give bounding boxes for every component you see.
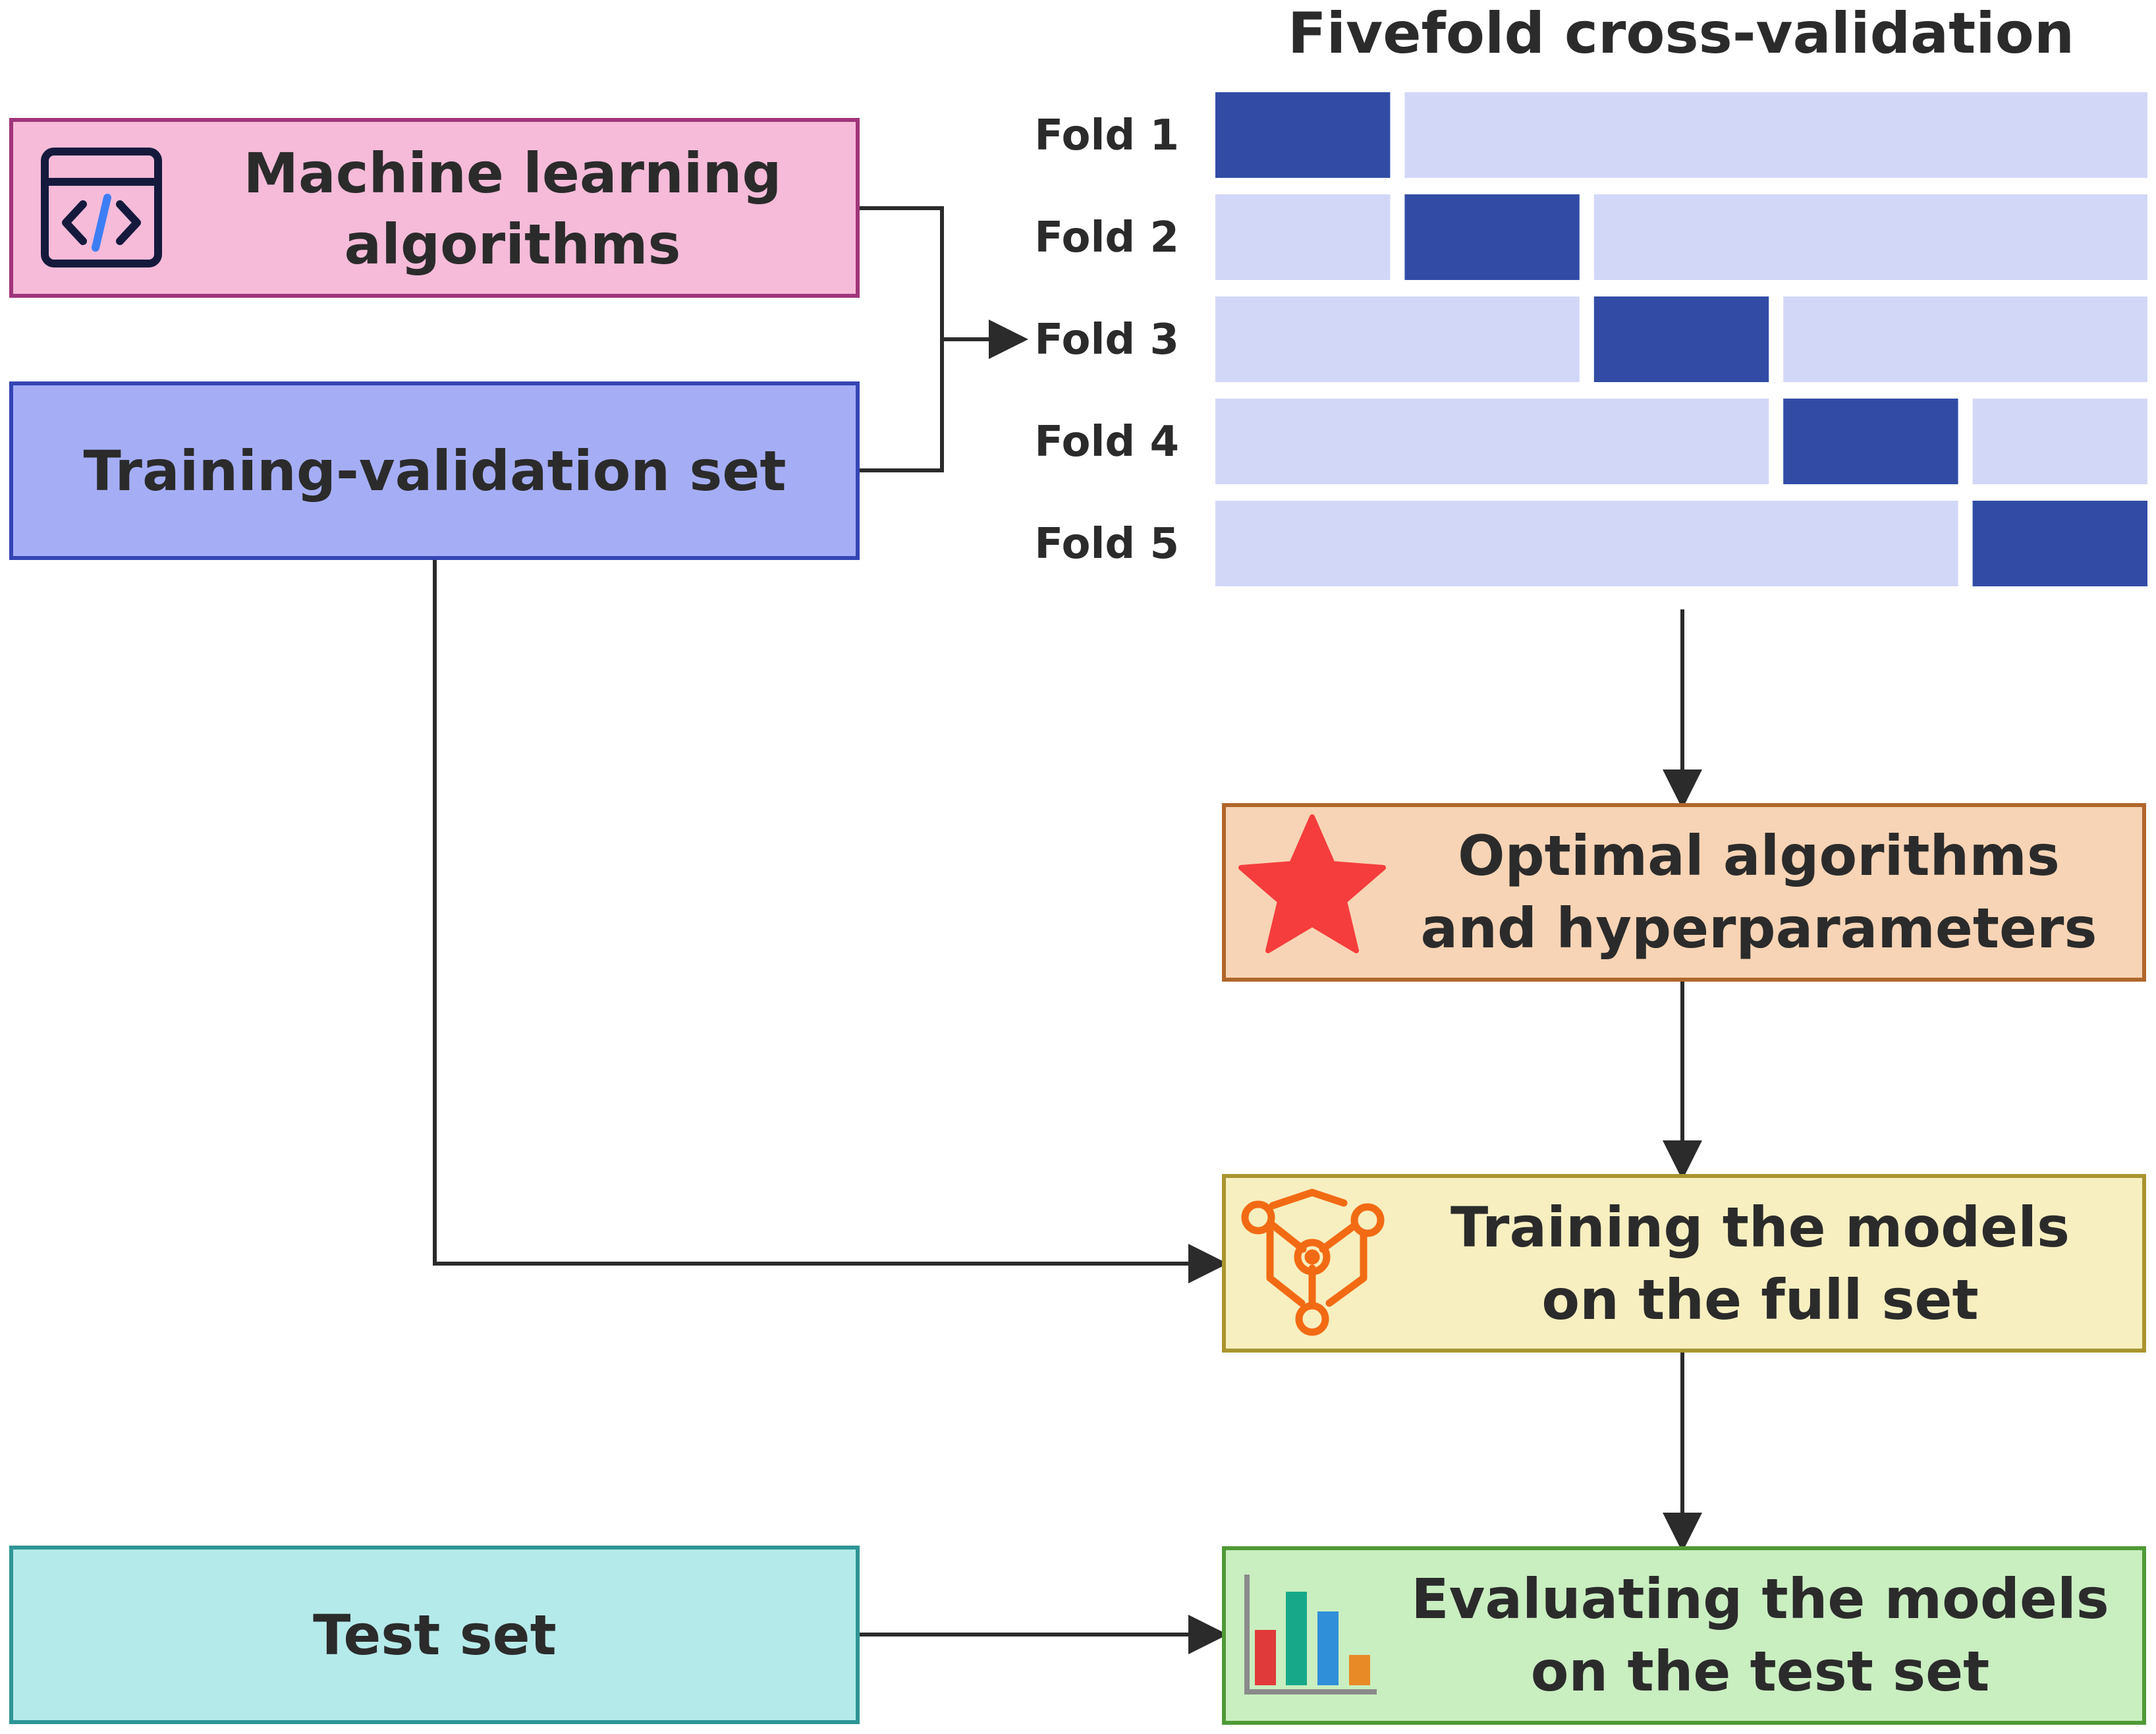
ml-algorithms-box: Machine learning algorithms xyxy=(9,118,860,298)
validation-fold-segment xyxy=(1783,399,1958,484)
optimal-label-line2: and hyperparameters xyxy=(1421,896,2097,961)
training-fold-segment xyxy=(1404,92,2147,178)
star-icon xyxy=(1238,814,1386,953)
connectors xyxy=(433,206,1702,1654)
validation-fold-segment xyxy=(1215,92,1391,178)
fold-label: Fold 5 xyxy=(1034,520,1179,569)
fold-label: Fold 2 xyxy=(1034,213,1179,262)
trainval-box-rect xyxy=(9,381,860,560)
model-cube-icon xyxy=(1241,1189,1385,1336)
fold-label: Fold 3 xyxy=(1034,316,1179,364)
connector-trainval-to-merge xyxy=(858,339,944,472)
evaluate-label-line1: Evaluating the models xyxy=(1411,1567,2109,1631)
code-window-icon xyxy=(41,148,162,267)
training-fold-segment xyxy=(1972,399,2147,484)
validation-fold-segment xyxy=(1972,501,2147,586)
training-fold-segment xyxy=(1215,194,1391,280)
fold-label: Fold 4 xyxy=(1034,418,1179,466)
connector-ml-to-merge xyxy=(858,206,944,339)
test-label: Test set xyxy=(313,1603,557,1667)
training-full-set-box: Training the models on the full set xyxy=(1222,1174,2146,1353)
optimal-box: Optimal algorithms and hyperparameters xyxy=(1222,803,2146,982)
test-box-rect xyxy=(9,1546,860,1724)
arrow-trainval-to-fullset xyxy=(433,559,1228,1283)
cv-title: Fivefold cross-validation xyxy=(1288,1,2074,67)
evaluate-label-line2: on the test set xyxy=(1531,1639,1990,1704)
ml-label-line1: Machine learning xyxy=(243,141,781,206)
fullset-label-line1: Training the models xyxy=(1451,1195,2070,1260)
training-validation-set-box: Training-validation set xyxy=(9,381,860,560)
evaluate-box-rect xyxy=(1222,1546,2146,1725)
training-fold-segment xyxy=(1215,296,1580,382)
training-fold-segment xyxy=(1215,501,1958,586)
ml-label-line2: algorithms xyxy=(344,212,680,277)
training-fold-segment xyxy=(1215,399,1769,484)
evaluate-box: Evaluating the models on the test set xyxy=(1222,1546,2146,1725)
optimal-box-rect xyxy=(1222,803,2146,982)
bar-chart-icon xyxy=(1244,1575,1377,1694)
optimal-label-line1: Optimal algorithms xyxy=(1458,824,2060,888)
training-fold-segment xyxy=(1593,194,2147,280)
fold-label: Fold 1 xyxy=(1034,111,1179,160)
validation-fold-segment xyxy=(1404,194,1580,280)
folds-grid: Fold 1 Fold 2 Fold 3 Fold 4 Fold 5 xyxy=(1034,92,2147,586)
training-fold-segment xyxy=(1783,296,2147,382)
fullset-label-line2: on the full set xyxy=(1541,1268,1978,1332)
validation-fold-segment xyxy=(1593,296,1769,382)
test-set-box: Test set xyxy=(9,1546,860,1724)
fullset-box-rect xyxy=(1222,1174,2146,1353)
trainval-label: Training-validation set xyxy=(83,439,786,503)
